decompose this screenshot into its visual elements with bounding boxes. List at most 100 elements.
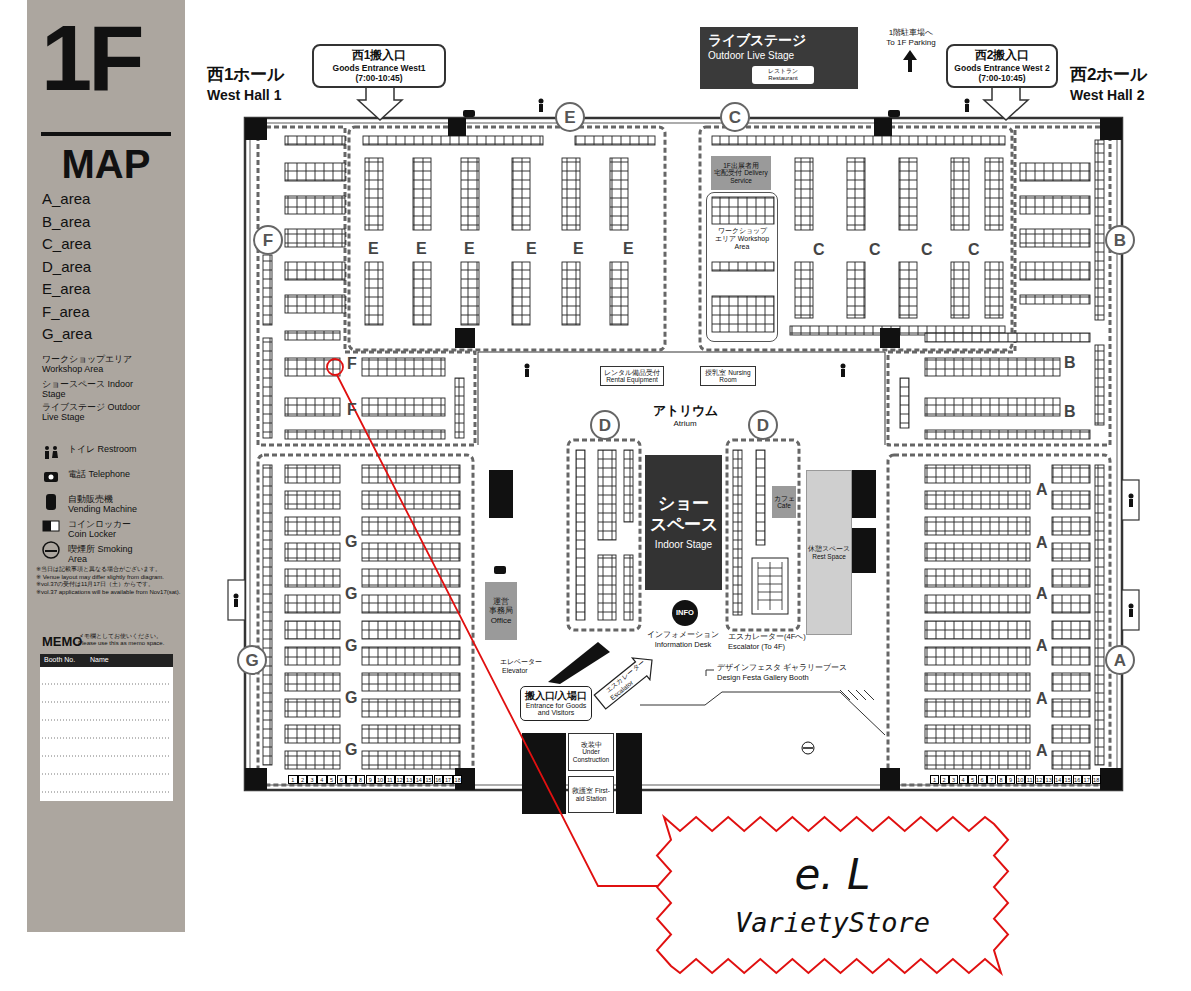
service-box: 1F出展者用 宅配受付 Delivery Service [711, 156, 771, 190]
node-text: C [729, 109, 741, 126]
map-label: ※当日は記載事項と異なる場合がございます。 [36, 566, 184, 573]
map-label: A [1036, 585, 1048, 603]
map-label: A [1036, 690, 1048, 708]
map-label: ※vol.37 applications will be available f… [36, 589, 184, 596]
legend-text: トイレ Restroom [68, 444, 146, 454]
map-label: To 1F Parking [872, 39, 950, 48]
legend-text: 自動販売機 Vending Machine [68, 494, 146, 515]
node-text: 休憩スペース Rest Space [808, 545, 850, 560]
legend-text: ワークショップエリア Workshop Area [42, 354, 142, 375]
booth-number: 7 [987, 775, 996, 784]
map-label: E [464, 240, 475, 258]
map-label: E [526, 240, 537, 258]
node-text: D [599, 417, 611, 434]
booth-number: 4 [317, 775, 327, 784]
booth-number: 2 [298, 775, 308, 784]
legend-text: D_area [42, 258, 91, 275]
booth-number: 2 [940, 775, 949, 784]
map-label: エスカレーター(4Fへ) [728, 633, 806, 641]
area-marker: C [720, 102, 750, 132]
node-text: B [1114, 232, 1126, 249]
map-label: F [347, 401, 357, 419]
area-marker: D [748, 410, 778, 440]
indoor-stage: ショー スペース Indoor Stage [645, 455, 722, 590]
booth-number: 12 [1035, 775, 1044, 784]
map-label: アトリウム [648, 404, 722, 418]
booth-number: 14 [1054, 775, 1063, 784]
map-label: デザインフェスタ ギャラリーブース [717, 664, 847, 672]
node-text: Goods Entrance West 2 [954, 63, 1049, 73]
node-text: VarietyStore [735, 907, 930, 938]
node-text: レストラン Restaurant [753, 68, 813, 81]
node-text: ショー スペース [647, 494, 720, 535]
booth-number: 16 [1073, 775, 1082, 784]
map-label: A [1036, 742, 1048, 760]
node-text: 1F [41, 12, 140, 104]
map-label: Information Desk [640, 641, 726, 649]
booth-number: 18 [453, 775, 463, 784]
booth-number: 11 [385, 775, 395, 784]
legend-text: E_area [42, 280, 90, 297]
booth-number: 12 [395, 775, 405, 784]
booth-number: 9 [366, 775, 376, 784]
legend-text: A_area [42, 190, 90, 207]
booth-number: 13 [1044, 775, 1053, 784]
node-text: (7:00-10:45) [978, 73, 1025, 83]
area-marker: G [237, 645, 267, 675]
map-label: F [347, 355, 357, 373]
legend-text: コインロッカー Coin Locker [68, 519, 146, 540]
area-marker: D [590, 410, 620, 440]
node-text: 改装中 Under Construction [571, 741, 611, 763]
map-label: A [1036, 534, 1048, 552]
map-label: Atrium [648, 420, 722, 429]
booth-number: 6 [337, 775, 347, 784]
booth-number: 17 [1082, 775, 1091, 784]
area-marker: B [1105, 225, 1135, 255]
map-label: E [368, 240, 379, 258]
node-text: D [757, 417, 769, 434]
booth-number: 18 [1092, 775, 1101, 784]
node-text: MEMO [42, 635, 82, 650]
memo-panel: MEMOメモ欄としてお使いください。 Please use this as me… [40, 632, 173, 654]
booth-number: 1 [288, 775, 298, 784]
node-text: e. L [795, 852, 871, 898]
map-label: 西1ホール [207, 66, 284, 85]
node-text: 搬入口/入場口 [525, 690, 588, 702]
map-label: West Hall 2 [1070, 88, 1144, 103]
booth-number: 6 [978, 775, 987, 784]
cafe-box: カフェ Cafe [772, 486, 796, 518]
map-label: 1階駐車場へ [878, 29, 944, 38]
area-marker: F [253, 225, 283, 255]
room-box: 改装中 Under Construction [568, 733, 614, 771]
booth-number: 15 [424, 775, 434, 784]
node-text: E [564, 109, 575, 126]
booth-number: 8 [997, 775, 1006, 784]
callout-outline [657, 817, 1008, 973]
map-label: Booth No. [44, 656, 75, 664]
map-label: West Hall 1 [207, 88, 281, 103]
service-box: レンタル備品受付 Rental Equipment [600, 366, 664, 386]
node-text: Entrance for Goods and Visitors [523, 702, 589, 717]
booth-number: 8 [356, 775, 366, 784]
legend-text: C_area [42, 235, 91, 252]
booth-number: 5 [327, 775, 337, 784]
node-text: 西1搬入口 [352, 49, 407, 63]
node-text: MAP [41, 132, 171, 186]
map-label: Name [90, 656, 109, 664]
map-label: B [1064, 403, 1076, 421]
legend-text: G_area [42, 325, 92, 342]
map-label: C [813, 241, 825, 259]
area-marker: A [1105, 645, 1135, 675]
booth-number: 10 [1016, 775, 1025, 784]
entrance-callout: 西2搬入口Goods Entrance West 2(7:00-10:45) [946, 44, 1058, 88]
node-text: 授乳室 Nursing Room [703, 369, 753, 383]
booth-number: 7 [346, 775, 356, 784]
node-text: Indoor Stage [655, 539, 712, 551]
room-box: 救護室 First-aid Station [568, 776, 614, 813]
map-label: G [345, 585, 357, 603]
node-text: Goods Entrance West1 [333, 63, 426, 73]
map-label: G [345, 741, 357, 759]
node-text: メモ欄としてお使いください。 Please use this as memo s… [78, 633, 173, 647]
node-text: 救護室 First-aid Station [571, 787, 611, 802]
